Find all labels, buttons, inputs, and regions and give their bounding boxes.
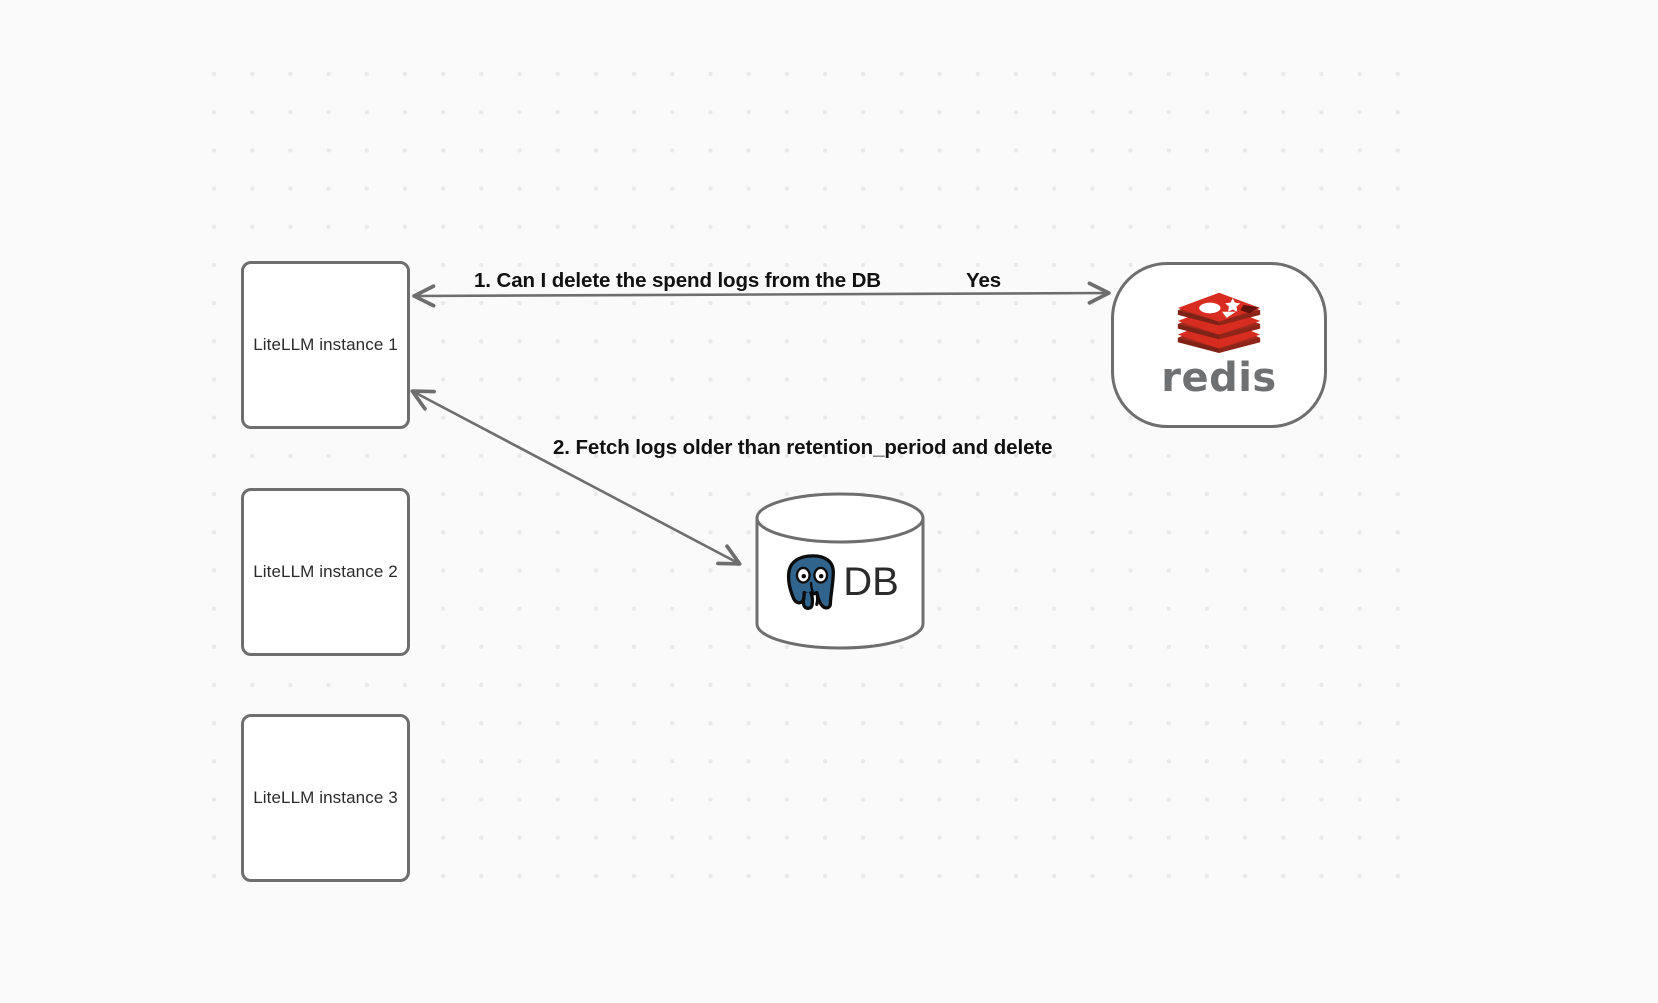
node-database[interactable]: DB xyxy=(754,492,926,650)
edge-label-step-1-response: Yes xyxy=(966,269,1002,292)
edge-label-step-2: 2. Fetch logs older than retention_perio… xyxy=(553,436,1053,459)
node-redis[interactable]: redis xyxy=(1111,262,1327,428)
redis-wordmark: redis xyxy=(1161,355,1277,401)
node-litellm-instance-2-label: LiteLLM instance 2 xyxy=(253,562,398,581)
edge-redis-query xyxy=(412,281,1111,308)
node-litellm-instance-2[interactable]: LiteLLM instance 2 xyxy=(241,488,410,656)
edge-label-step-1: 1. Can I delete the spend logs from the … xyxy=(474,269,882,292)
node-litellm-instance-1-label: LiteLLM instance 1 xyxy=(253,335,398,354)
node-litellm-instance-3-label: LiteLLM instance 3 xyxy=(253,788,398,807)
node-litellm-instance-1[interactable]: LiteLLM instance 1 xyxy=(241,261,410,429)
edge-db-delete xyxy=(410,389,742,566)
node-litellm-instance-3[interactable]: LiteLLM instance 3 xyxy=(241,714,410,882)
redis-stacked-cube-icon xyxy=(1177,292,1261,353)
cylinder-shape-icon xyxy=(755,492,925,650)
postgresql-elephant-icon xyxy=(787,554,836,610)
database-label: DB xyxy=(843,560,899,604)
